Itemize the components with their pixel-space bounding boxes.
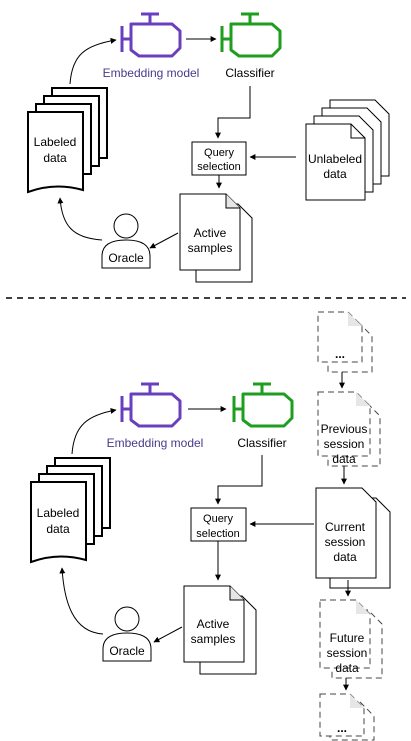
labeled-data-label-2: data: [43, 151, 67, 165]
current-session-doc: [315, 487, 391, 589]
arrow-active-to-oracle: [153, 626, 183, 643]
future-session-label-3: data: [335, 661, 359, 675]
future-session-doc: [319, 599, 383, 679]
query-selection-label-1: Query: [204, 147, 234, 159]
query-selection-label-2: selection: [196, 528, 239, 540]
oracle-person-icon: [101, 213, 151, 269]
query-selection-label-1: Query: [203, 513, 233, 525]
classifier-engine-icon: [232, 382, 294, 428]
unlabeled-data-label-2: data: [323, 167, 347, 181]
arrow-labeled-to-embedding: [69, 37, 117, 85]
past-session-doc-fold: [348, 312, 362, 326]
arrow-classifier-to-query: [215, 455, 263, 505]
current-session-label-3: data: [333, 550, 357, 564]
active-samples-label-1: Active: [194, 226, 227, 240]
classifier-label: Classifier: [237, 436, 286, 450]
bottom-diagram: Embedding model Classifier Labeled data …: [30, 311, 391, 741]
oracle-person-icon: [102, 606, 152, 662]
ellipsis-bottom: ...: [337, 721, 347, 735]
top-diagram: Embedding model Classifier Labeled data …: [27, 12, 390, 283]
current-session-label-1: Current: [325, 520, 366, 534]
labeled-data-stack: [30, 457, 111, 564]
ellipsis-top: ...: [335, 347, 345, 361]
query-selection-box: [190, 507, 247, 542]
embedding-engine-icon: [120, 382, 182, 428]
arrow-oracle-to-labeled: [57, 197, 103, 241]
query-selection-box: [191, 141, 247, 176]
active-samples-stack: [179, 193, 253, 283]
labeled-data-stack: [27, 87, 108, 194]
oracle-label: Oracle: [108, 251, 144, 265]
future-session-label-1: Future: [330, 631, 365, 645]
previous-session-doc: [317, 391, 381, 467]
arrow-labeled-to-embedding: [71, 407, 117, 455]
embedding-model-label: Embedding model: [107, 436, 204, 450]
labeled-data-label-1: Labeled: [34, 135, 77, 149]
query-selection-label-2: selection: [197, 161, 240, 173]
previous-session-doc-fold: [356, 392, 370, 406]
past-session-doc: [317, 311, 373, 373]
current-session-label-2: session: [325, 535, 366, 549]
embedding-engine-icon: [120, 12, 182, 58]
labeled-data-label-2: data: [46, 522, 70, 536]
active-samples-label-2: samples: [188, 241, 233, 255]
active-samples-stack: [183, 585, 257, 675]
future-session-label-2: session: [327, 646, 368, 660]
arrow-oracle-to-labeled: [59, 567, 104, 635]
next-session-doc-fold: [350, 694, 364, 708]
unlabeled-data-stack: [305, 99, 390, 201]
labeled-data-label-1: Labeled: [37, 506, 80, 520]
arrow-classifier-to-query: [215, 86, 251, 139]
previous-session-label-3: data: [332, 452, 356, 466]
unlabeled-data-label-1: Unlabeled: [308, 152, 362, 166]
classifier-label: Classifier: [225, 66, 274, 80]
oracle-label: Oracle: [109, 644, 145, 658]
classifier-engine-icon: [220, 12, 282, 58]
previous-session-label-1: Previous: [321, 422, 368, 436]
previous-session-label-2: session: [324, 437, 365, 451]
future-session-doc-fold: [356, 600, 370, 614]
active-samples-label-2: samples: [191, 632, 236, 646]
active-samples-label-1: Active: [197, 617, 230, 631]
embedding-model-label: Embedding model: [103, 66, 200, 80]
arrow-active-to-oracle: [149, 232, 179, 249]
